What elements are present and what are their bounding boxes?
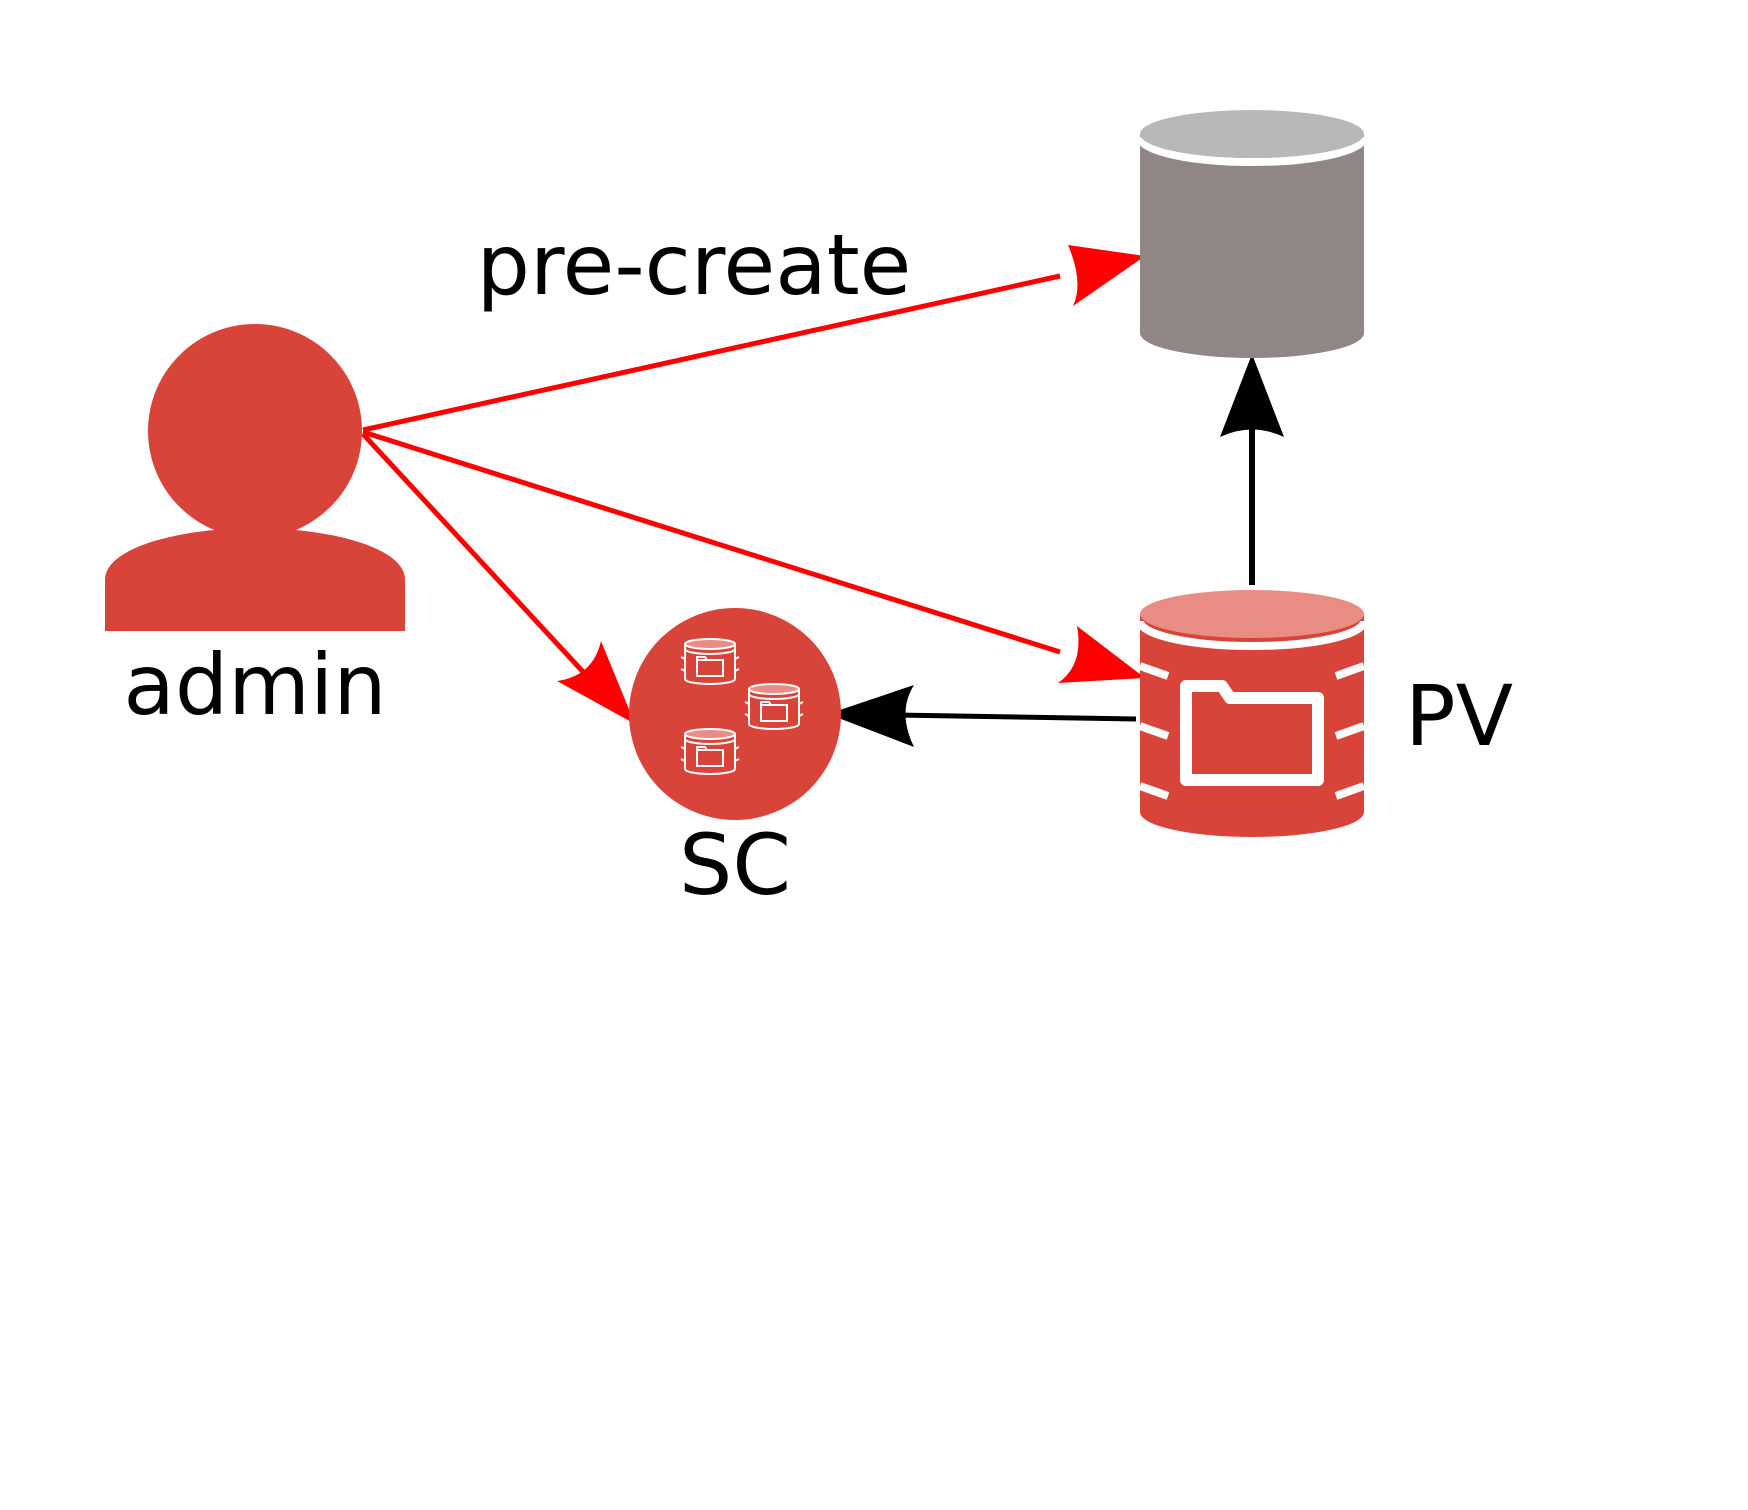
arrowhead — [557, 641, 635, 724]
volume-icon — [680, 638, 740, 685]
arrowhead — [1068, 245, 1145, 306]
admin-label: admin — [123, 636, 386, 734]
edge-pv-to-sc — [828, 685, 1137, 747]
pv-node[interactable]: PV — [1136, 590, 1513, 837]
admin-node[interactable]: admin — [105, 324, 405, 734]
folder-icon — [1180, 680, 1324, 786]
edge-admin-to-storage — [362, 245, 1145, 433]
arrowhead — [828, 685, 914, 747]
storage-class-icon — [629, 608, 841, 820]
arrowhead — [1058, 626, 1145, 683]
database-icon — [1136, 110, 1368, 358]
volume-icon — [744, 683, 804, 730]
edge-admin-to-pv — [362, 429, 1145, 683]
persistent-volume-icon — [1136, 590, 1368, 837]
storage-backend-node[interactable] — [1136, 110, 1368, 358]
pv-label: PV — [1405, 667, 1513, 765]
user-icon — [105, 324, 405, 631]
edge-label-precreate: pre-create — [477, 216, 912, 314]
volume-icon — [680, 728, 740, 775]
sc-node[interactable]: SC — [629, 608, 841, 914]
sc-label: SC — [679, 816, 791, 914]
arrowhead — [1220, 354, 1284, 437]
edge-admin-to-sc — [361, 432, 635, 724]
edge-pv-to-storage — [1220, 354, 1284, 585]
